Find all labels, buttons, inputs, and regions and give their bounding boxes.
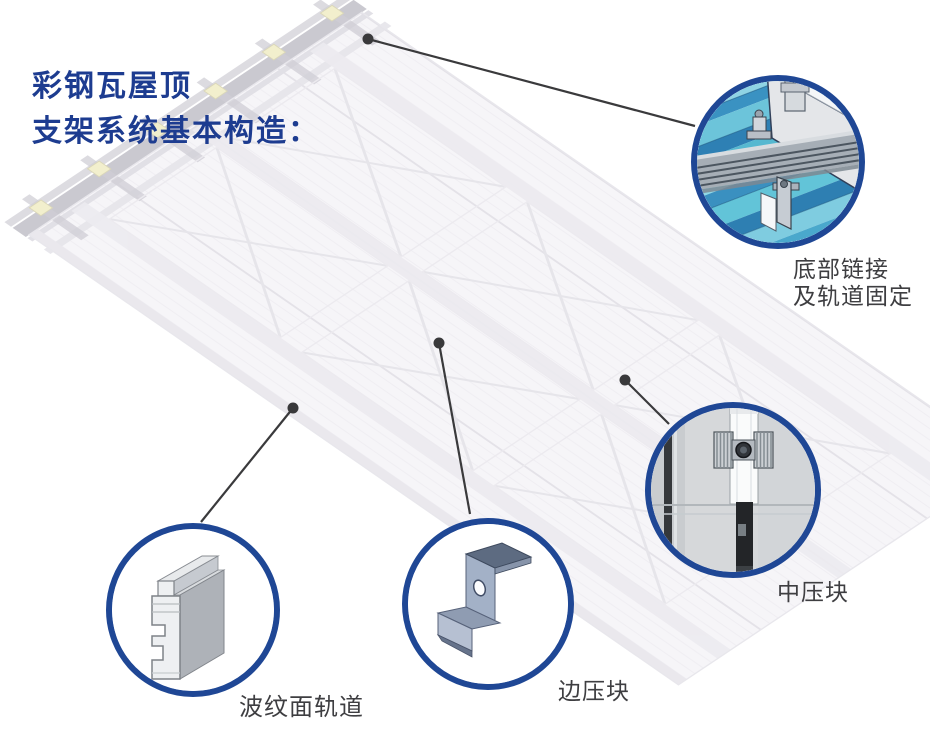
mid-clamp-detail-illustration	[651, 408, 815, 572]
page-title-line2: 支架系统基本构造：	[32, 115, 320, 148]
callout-corrugated-rail	[106, 523, 280, 697]
label-mid-clamp: 中压块	[777, 579, 849, 605]
roof-clamp-blocks	[28, 4, 345, 217]
roof-top-rail-lower	[27, 10, 374, 242]
label-edge-clamp: 边压块	[558, 678, 630, 704]
bottom-connection-detail-illustration	[697, 81, 859, 243]
leader-mid-clamp	[619, 374, 670, 425]
edge-clamp-detail-illustration	[408, 524, 568, 684]
callout-edge-clamp	[402, 518, 574, 690]
corrugated-rail-detail-illustration	[112, 529, 274, 691]
page-title-line1: 彩钢瓦屋顶	[32, 70, 192, 103]
label-corrugated-rail: 波纹面轨道	[239, 694, 364, 721]
leader-corrugated-rail	[200, 402, 299, 523]
roof-top-rail	[12, 0, 367, 237]
roof-purlin-line	[43, 21, 392, 255]
callout-mid-clamp	[645, 402, 821, 578]
leader-edge-clamp	[433, 337, 472, 515]
roof-outline	[27, 11, 930, 686]
callout-bottom-connection	[691, 75, 865, 249]
leader-bottom-connection	[362, 33, 696, 128]
label-bottom-connection: 底部链接 及轨道固定	[793, 256, 913, 309]
